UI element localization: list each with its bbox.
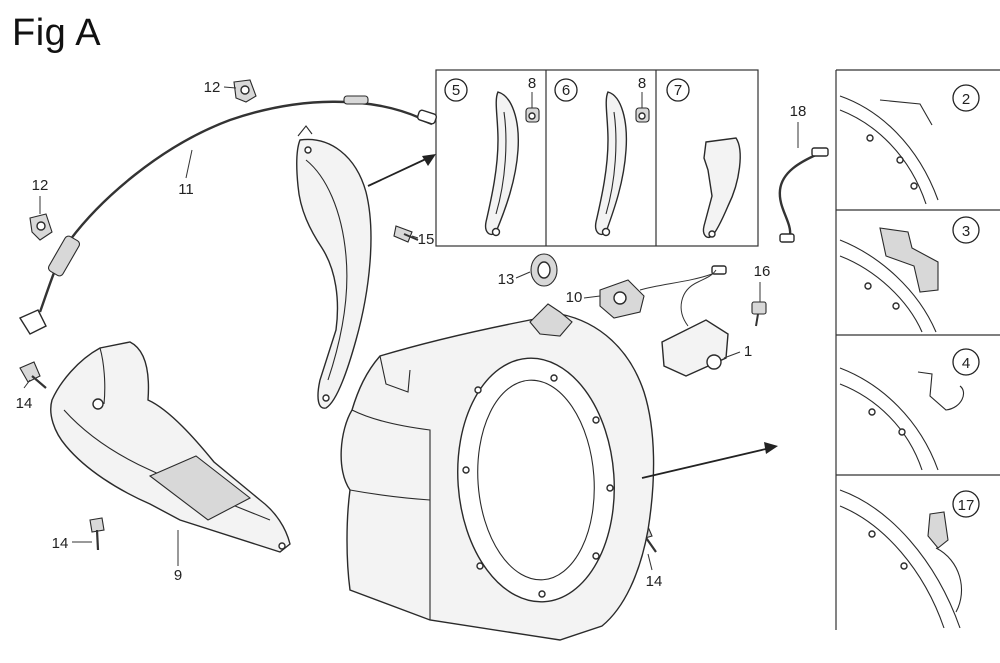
- bolt-14-icon: [19, 361, 47, 389]
- shroud-bracket-variant-6: [594, 91, 628, 236]
- callout-8: 8: [528, 75, 536, 92]
- callout-circle-7: 7: [666, 78, 690, 102]
- variant-detail-panel: [435, 69, 759, 247]
- bolt-15-icon: [393, 225, 419, 243]
- grommet-13-icon: [530, 253, 558, 287]
- callout-circle-17: 17: [952, 490, 980, 518]
- svg-text:7: 7: [674, 82, 682, 99]
- fan-cover: [340, 303, 655, 641]
- svg-text:2: 2: [962, 91, 970, 108]
- bolt-16-icon: [751, 301, 767, 327]
- bolt-14-icon: [89, 517, 105, 551]
- callout-circle-5: 5: [444, 78, 468, 102]
- control-cable-assembly: [18, 79, 438, 335]
- cable-clamp-12-icon: [233, 79, 257, 103]
- cable-clamp-12-icon: [29, 213, 53, 241]
- svg-text:17: 17: [958, 497, 975, 514]
- shroud-bracket-variant-5: [484, 91, 520, 236]
- shroud-edge-variant-2: [839, 95, 939, 201]
- fan-cover-opening: [457, 357, 615, 603]
- ground-wire-18-icon: [778, 147, 829, 243]
- callout-11: 11: [178, 181, 194, 198]
- callout-12: 12: [32, 177, 49, 194]
- svg-text:4: 4: [962, 355, 970, 372]
- shroud-edge-variant-4: [839, 367, 939, 471]
- callout-14: 14: [52, 535, 69, 552]
- shroud-variant-column: [835, 69, 1000, 630]
- callout-circle-3: 3: [952, 216, 980, 244]
- arrow-to-variant-column: [641, 442, 778, 479]
- shroud-bracket: [295, 125, 372, 409]
- callout-9: 9: [174, 567, 182, 584]
- callout-circle-2: 2: [952, 84, 980, 112]
- svg-text:5: 5: [452, 82, 460, 99]
- lower-shroud: [50, 341, 291, 553]
- callout-8: 8: [638, 75, 646, 92]
- callout-10: 10: [566, 289, 583, 306]
- callout-1: 1: [744, 343, 752, 360]
- callout-12: 12: [204, 79, 221, 96]
- callout-circle-4: 4: [952, 348, 980, 376]
- svg-text:3: 3: [962, 223, 970, 240]
- leader-lines: [23, 86, 799, 571]
- switch-10-icon: [599, 265, 727, 319]
- callout-16: 16: [754, 263, 771, 280]
- shroud-edge-variant-17: [839, 489, 961, 629]
- shroud-bracket-variant-7: [702, 137, 741, 238]
- callout-15: 15: [418, 231, 435, 248]
- callout-14: 14: [646, 573, 663, 590]
- callout-circle-6: 6: [554, 78, 578, 102]
- callout-13: 13: [498, 271, 515, 288]
- callout-14: 14: [16, 395, 33, 412]
- callout-18: 18: [790, 103, 807, 120]
- svg-text:6: 6: [562, 82, 570, 99]
- bolt-8-icon: [635, 107, 650, 123]
- arrow-to-variant-box: [367, 154, 436, 187]
- shroud-edge-variant-3: [839, 239, 937, 333]
- ignition-unit-1-icon: [661, 269, 729, 377]
- figure-title: Fig A: [12, 12, 102, 54]
- bolt-8-icon: [525, 107, 540, 123]
